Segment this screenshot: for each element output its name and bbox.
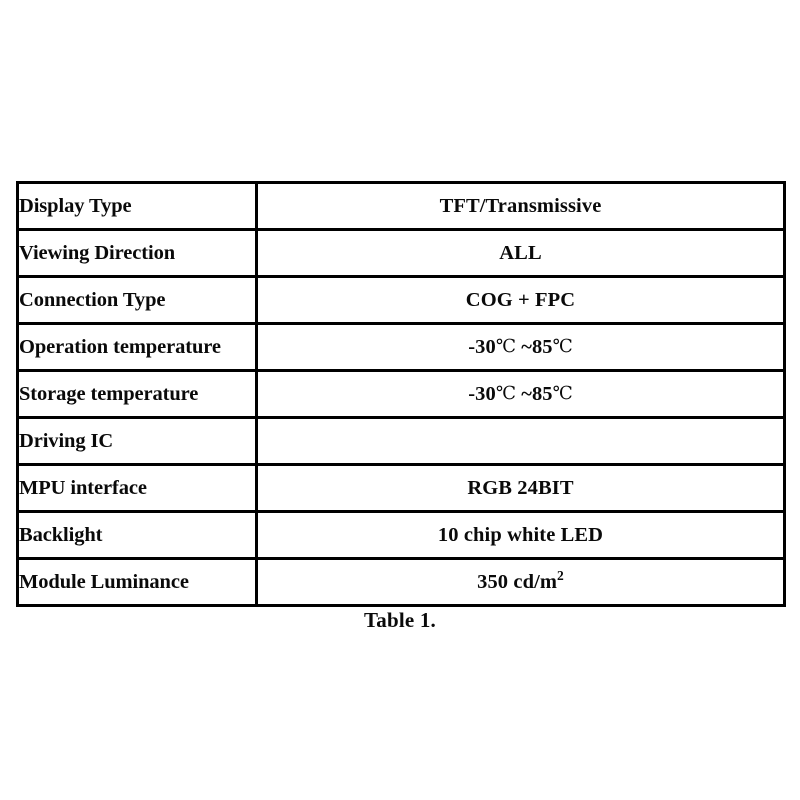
table-row: Driving IC (16, 416, 786, 466)
row-value-connection-type: COG + FPC (255, 275, 786, 325)
table-row: Viewing Direction ALL (16, 228, 786, 278)
luminance-exponent: 2 (557, 567, 564, 583)
row-value-display-type: TFT/Transmissive (255, 181, 786, 231)
row-label-operation-temperature: Operation temperature (16, 322, 258, 372)
table-body: Display Type TFT/Transmissive Viewing Di… (16, 181, 786, 607)
degree-celsius-icon: ℃ (552, 335, 573, 356)
table-row: Connection Type COG + FPC (16, 275, 786, 325)
display-specification-table: Display Type TFT/Transmissive Viewing Di… (16, 181, 786, 607)
table-row: Operation temperature -30℃ ~85℃ (16, 322, 786, 372)
degree-celsius-icon: ℃ (552, 382, 573, 403)
row-value-backlight: 10 chip white LED (255, 510, 786, 560)
operation-temp-max: ~85 (515, 335, 553, 358)
table-row: Backlight 10 chip white LED (16, 510, 786, 560)
row-label-mpu-interface: MPU interface (16, 463, 258, 513)
luminance-value: 350 cd/m (477, 570, 558, 593)
table-row: Display Type TFT/Transmissive (16, 181, 786, 231)
row-label-connection-type: Connection Type (16, 275, 258, 325)
row-label-backlight: Backlight (16, 510, 258, 560)
row-label-display-type: Display Type (16, 181, 258, 231)
table-row: Storage temperature -30℃ ~85℃ (16, 369, 786, 419)
row-value-operation-temperature: -30℃ ~85℃ (255, 322, 786, 372)
table-row: MPU interface RGB 24BIT (16, 463, 786, 513)
storage-temp-max: ~85 (515, 382, 553, 405)
row-label-driving-ic: Driving IC (16, 416, 258, 466)
row-value-storage-temperature: -30℃ ~85℃ (255, 369, 786, 419)
row-value-viewing-direction: ALL (255, 228, 786, 278)
row-label-storage-temperature: Storage temperature (16, 369, 258, 419)
operation-temp-min: -30 (468, 335, 496, 358)
degree-celsius-icon: ℃ (495, 382, 516, 403)
row-value-mpu-interface: RGB 24BIT (255, 463, 786, 513)
table-caption: Table 1. (363, 608, 436, 632)
degree-celsius-icon: ℃ (495, 335, 516, 356)
row-value-driving-ic (255, 416, 786, 466)
spec-table-container: Display Type TFT/Transmissive Viewing Di… (16, 181, 786, 607)
row-label-viewing-direction: Viewing Direction (16, 228, 258, 278)
row-label-module-luminance: Module Luminance (16, 557, 258, 607)
table-row: Module Luminance 350 cd/m2 (16, 557, 786, 607)
storage-temp-min: -30 (468, 382, 496, 405)
row-value-module-luminance: 350 cd/m2 (255, 557, 786, 607)
